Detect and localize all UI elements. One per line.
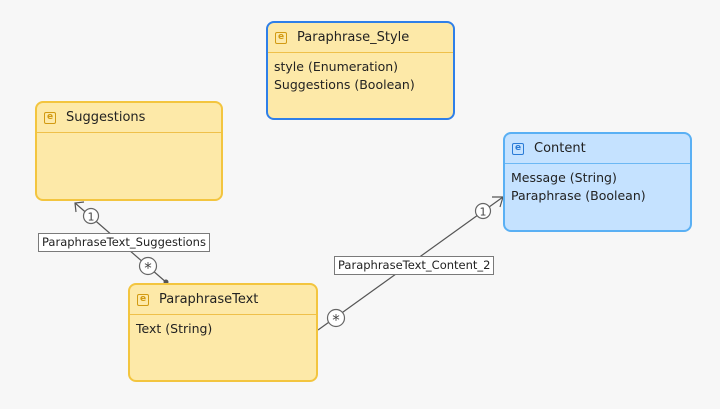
association-label-content[interactable]: ParaphraseText_Content_2 xyxy=(334,256,495,275)
entity-name: Paraphrase_Style xyxy=(297,30,410,45)
entity-icon: e xyxy=(275,31,287,44)
entity-header: e Paraphrase_Style xyxy=(268,23,453,53)
attribute-list xyxy=(37,133,221,143)
entity-name: Content xyxy=(534,141,586,156)
entity-content[interactable]: e Content Message (String) Paraphrase (B… xyxy=(503,132,692,232)
entity-suggestions[interactable]: e Suggestions xyxy=(35,101,223,201)
entity-icon: e xyxy=(137,293,149,306)
svg-text:1: 1 xyxy=(480,206,487,219)
arrowhead-suggestions xyxy=(74,201,85,213)
attribute-list: Text (String) xyxy=(130,315,316,343)
entity-icon: e xyxy=(44,111,56,124)
multiplicity-many-suggestions: * xyxy=(138,256,158,277)
attribute[interactable]: style (Enumeration) xyxy=(274,59,399,74)
entity-name: ParaphraseText xyxy=(159,292,259,307)
entity-header: e Suggestions xyxy=(37,103,221,133)
entity-name: Suggestions xyxy=(66,110,146,125)
attribute-list: Message (String) Paraphrase (Boolean) xyxy=(505,164,690,210)
entity-paraphrase-style[interactable]: e Paraphrase_Style style (Enumeration) S… xyxy=(266,21,455,120)
svg-text:*: * xyxy=(332,311,340,329)
entity-header: e Content xyxy=(505,134,690,164)
attribute[interactable]: Message (String) xyxy=(511,170,617,185)
attribute[interactable]: Text (String) xyxy=(136,321,213,336)
multiplicity-one-content: 1 xyxy=(474,202,492,220)
multiplicity-one-suggestions: 1 xyxy=(82,207,100,225)
entity-icon: e xyxy=(512,142,524,155)
multiplicity-many-content: * xyxy=(326,308,346,329)
attribute[interactable]: Paraphrase (Boolean) xyxy=(511,188,646,203)
entity-paraphrase-text[interactable]: e ParaphraseText Text (String) xyxy=(128,283,318,382)
svg-text:1: 1 xyxy=(88,211,95,224)
attribute-list: style (Enumeration) Suggestions (Boolean… xyxy=(268,53,453,99)
association-label-suggestions[interactable]: ParaphraseText_Suggestions xyxy=(38,233,210,252)
attribute[interactable]: Suggestions (Boolean) xyxy=(274,77,415,92)
entity-header: e ParaphraseText xyxy=(130,285,316,315)
svg-text:*: * xyxy=(144,259,152,277)
